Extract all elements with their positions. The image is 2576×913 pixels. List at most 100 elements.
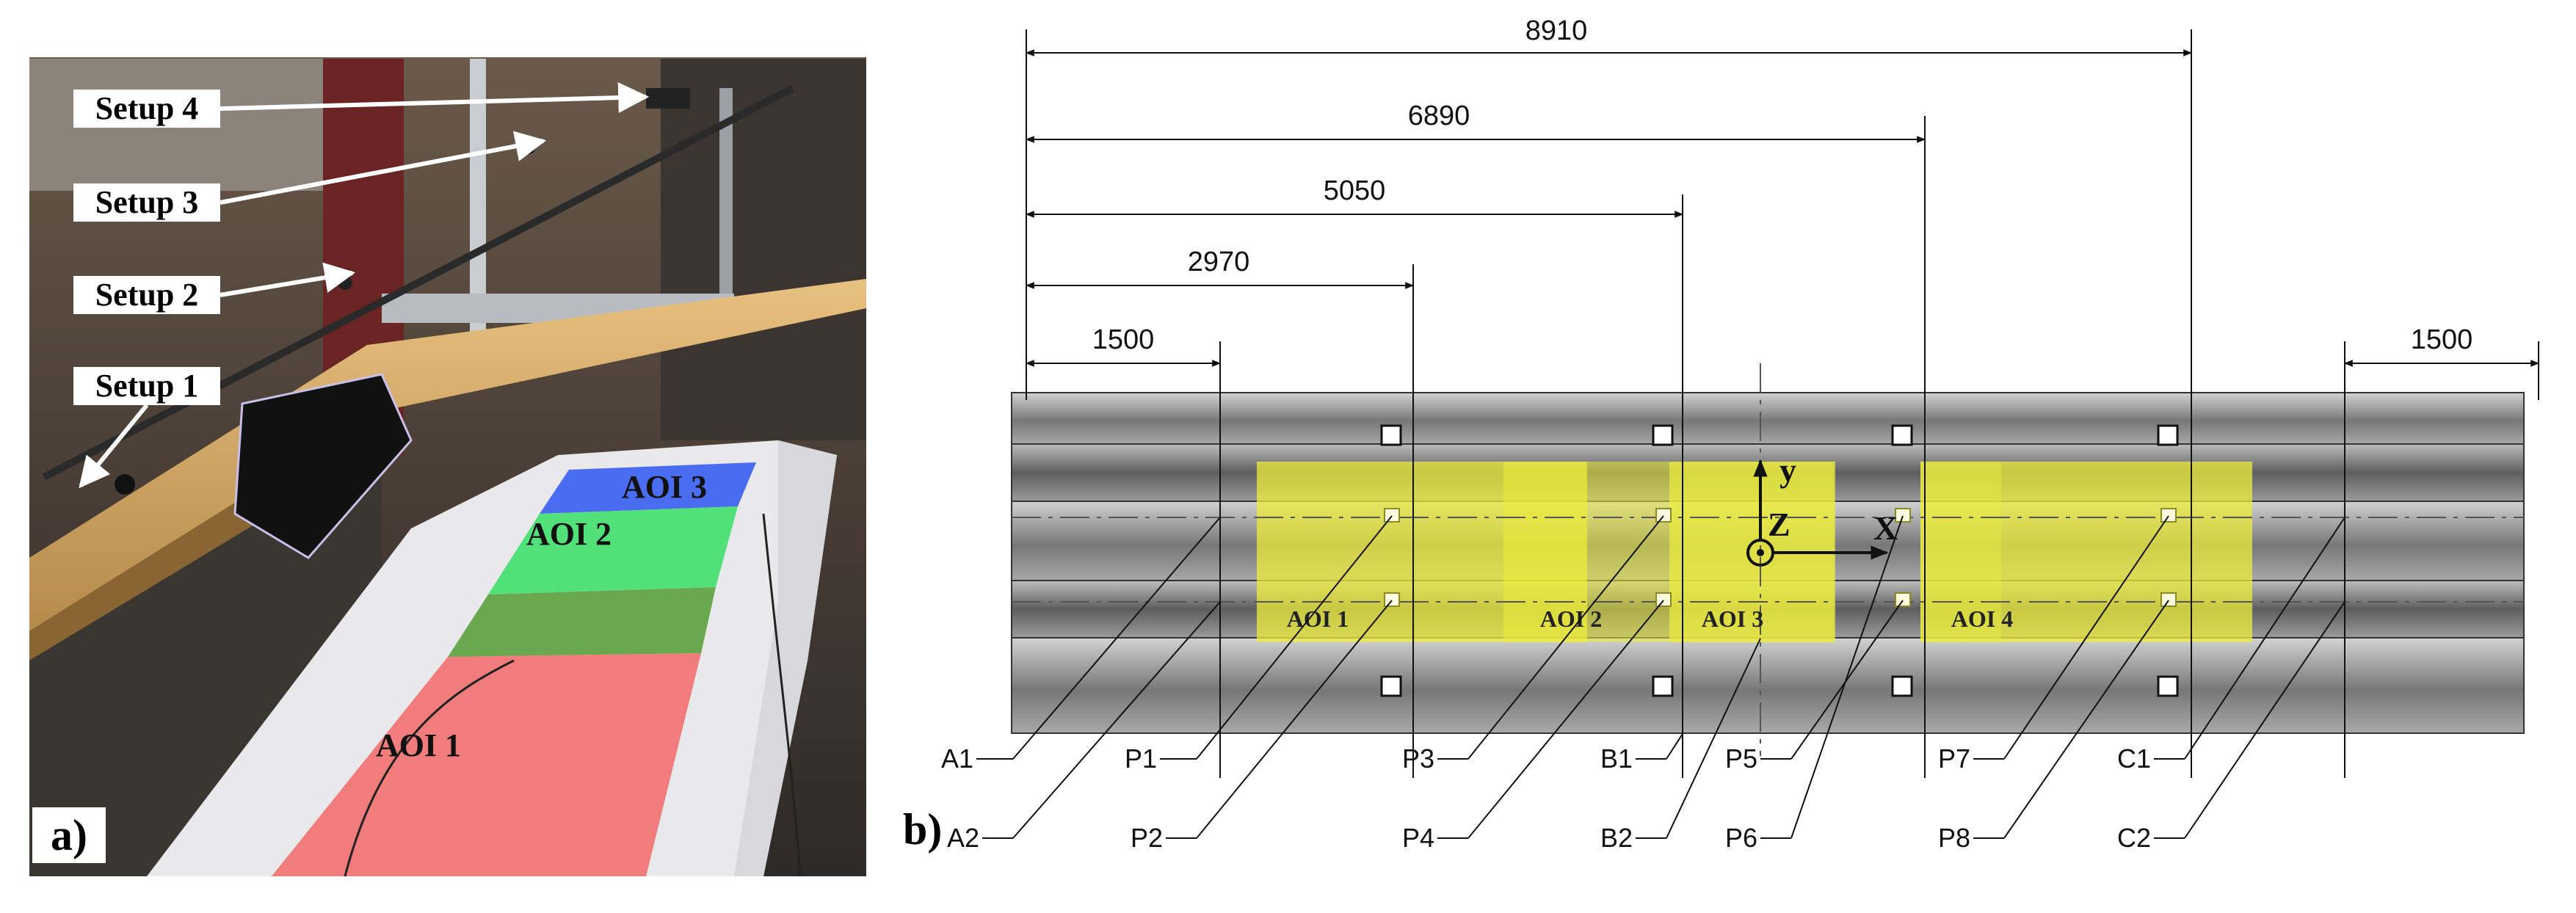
leader-C2-diag — [2184, 601, 2345, 839]
panel-b: AOI 1 AOI 2 AOI 3 AOI 4 y Z X — [903, 15, 2540, 854]
aoi1-region-a — [272, 653, 701, 876]
callouts-bottom: A2 P2 P4 B2 P6 P8 C2 — [947, 823, 2151, 853]
aoi1-label-b: AOI 1 — [1287, 605, 1349, 632]
setup1-label: Setup 1 — [95, 368, 199, 404]
dim-label-6890: 6890 — [1408, 101, 1470, 131]
leader-lines-bottom — [982, 515, 2345, 839]
point-marker — [1384, 592, 1400, 607]
leader-P1-diag — [1196, 515, 1393, 760]
callout-P3: P3 — [1402, 743, 1434, 774]
dimension-lines — [1025, 49, 2540, 367]
dim-label-2970: 2970 — [1188, 247, 1250, 277]
leader-lines-top — [976, 515, 2345, 760]
bolt — [1652, 675, 1674, 697]
aoi3-label-b: AOI 3 — [1702, 605, 1763, 632]
back-wall-right — [661, 59, 866, 440]
panel-a-label-bg — [32, 807, 106, 863]
callouts-top: A1 P1 P3 B1 P5 P7 C1 — [941, 743, 2151, 774]
label-bg-setup4 — [73, 90, 220, 128]
leader-C1-diag — [2184, 517, 2345, 760]
leader-P7-diag — [2003, 515, 2169, 760]
point-marker — [1895, 592, 1911, 607]
setup3-label: Setup 3 — [95, 184, 199, 220]
callout-P8: P8 — [1938, 823, 1970, 853]
leader-P2-diag — [1196, 600, 1393, 839]
aoi3-region-a — [540, 462, 756, 514]
bolt — [1652, 424, 1674, 446]
arrow-setup2 — [219, 262, 356, 297]
specimen-edge — [734, 440, 837, 876]
callout-P2: P2 — [1131, 823, 1163, 853]
leader-B2-diag — [1666, 638, 1761, 839]
aoi-overlap-b — [1920, 462, 2001, 642]
leader-P4-diag — [1467, 600, 1664, 839]
callout-A2: A2 — [947, 823, 979, 853]
aoi3-label-a: AOI 3 — [622, 469, 707, 505]
dim-label-1500-right: 1500 — [2411, 324, 2473, 355]
panel-a-label: a) — [51, 811, 87, 859]
point-marker — [2160, 592, 2177, 607]
dim-label-5050: 5050 — [1324, 175, 1386, 206]
callout-C1: C1 — [2117, 743, 2151, 774]
point-marker — [1655, 592, 1672, 607]
camera-setup2 — [338, 275, 352, 290]
leader-P8-diag — [2003, 600, 2169, 839]
z-axis-label: Z — [1768, 506, 1790, 543]
cable — [344, 659, 515, 877]
leader-A1-diag — [1012, 517, 1221, 760]
bolt — [2157, 424, 2179, 446]
measure-points — [1384, 508, 2177, 607]
callout-A1: A1 — [941, 743, 973, 774]
z-axis-dot — [1757, 549, 1764, 556]
y-axis-label: y — [1779, 451, 1796, 489]
leader-P5-diag — [1790, 600, 1904, 760]
aoi2-label-a: AOI 2 — [526, 516, 612, 552]
leader-A2-diag — [1012, 601, 1221, 839]
setup2-label: Setup 2 — [95, 277, 199, 313]
aoi4-zone — [1920, 462, 2252, 642]
leader-P3-diag — [1467, 515, 1664, 760]
point-marker — [1895, 508, 1911, 523]
setup-labels: Setup 4 Setup 3 Setup 2 Setup 1 — [73, 90, 220, 405]
extension-lines — [1026, 29, 2539, 778]
panel-a: Setup 4 Setup 3 Setup 2 Setup 1 AOI 3 AO… — [29, 57, 866, 877]
lamp — [233, 373, 413, 559]
leader-B1-diag — [1666, 733, 1683, 760]
bolt — [2157, 675, 2179, 697]
camera-rail — [42, 84, 795, 481]
steel-column-2 — [719, 88, 733, 308]
label-bg-setup2 — [73, 276, 220, 314]
label-bg-setup1 — [73, 367, 220, 405]
arrow-setup4 — [219, 82, 650, 114]
dim-label-1500-left: 1500 — [1092, 324, 1155, 355]
rail-bottom-flange — [1011, 637, 2525, 734]
callout-B1: B1 — [1600, 743, 1633, 774]
point-marker — [1655, 508, 1672, 523]
callout-P1: P1 — [1125, 743, 1157, 774]
rail-top-flange — [1011, 392, 2525, 445]
aoi4-label-b: AOI 4 — [1951, 605, 2013, 632]
callout-C2: C2 — [2117, 823, 2151, 853]
aoi1-label-a: AOI 1 — [376, 727, 461, 763]
callout-P5: P5 — [1725, 743, 1757, 774]
bolt — [1891, 675, 1913, 697]
setup4-label: Setup 4 — [95, 90, 199, 126]
point-marker — [2160, 508, 2177, 523]
leader-P6-diag — [1790, 515, 1904, 839]
point-marker — [1384, 508, 1400, 523]
bolt — [1891, 424, 1913, 446]
bolt — [1380, 424, 1402, 446]
arrow-setup3 — [219, 131, 547, 205]
callout-P6: P6 — [1725, 823, 1757, 853]
arrow-setup1 — [79, 404, 149, 489]
aoi-overlap-a — [448, 587, 716, 657]
camera-setup4 — [646, 88, 690, 109]
aoi2-region-a — [488, 506, 738, 594]
callout-P4: P4 — [1402, 823, 1434, 853]
aoi2-label-b: AOI 2 — [1540, 605, 1602, 632]
label-bg-setup3 — [73, 183, 220, 222]
callout-P7: P7 — [1938, 743, 1970, 774]
callout-B2: B2 — [1600, 823, 1633, 853]
bolt — [1380, 675, 1402, 697]
